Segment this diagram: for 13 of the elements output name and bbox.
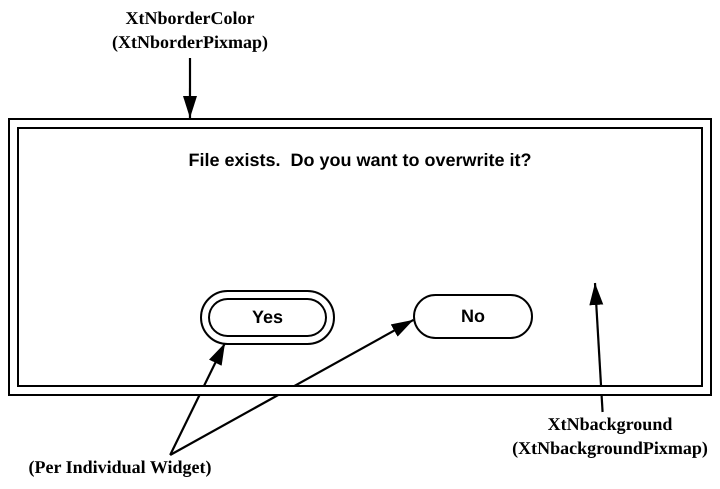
annotation-label: XtNbackground bbox=[546, 413, 674, 436]
annotation-label: (XtNbackgroundPixmap) bbox=[511, 437, 709, 460]
arrow bbox=[183, 58, 197, 118]
message-text: File exists. Do you want to overwrite it? bbox=[187, 150, 533, 171]
arrow bbox=[589, 282, 604, 412]
arrow bbox=[169, 342, 226, 456]
annotation-label: (Per Individual Widget) bbox=[27, 456, 213, 479]
push-button: Yes bbox=[200, 290, 335, 345]
push-button: No bbox=[413, 294, 533, 339]
annotation-label: (XtNborderPixmap) bbox=[111, 31, 269, 54]
annotation-label: XtNborderColor bbox=[124, 7, 256, 30]
dialog-window bbox=[8, 118, 712, 396]
arrow bbox=[170, 318, 414, 456]
